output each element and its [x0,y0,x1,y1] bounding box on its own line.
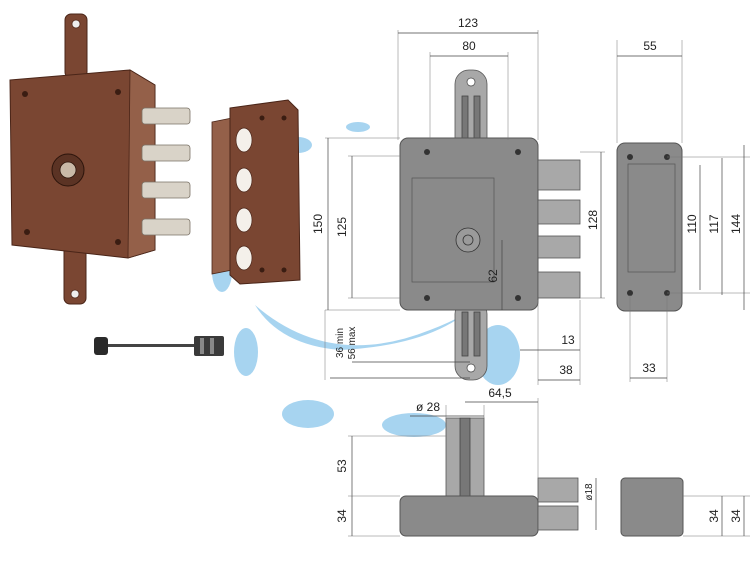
dim-117: 117 [707,214,721,233]
dim-110: 110 [685,214,699,233]
dim-38: 38 [559,363,573,377]
lock-product-image [9,13,191,305]
dim-125: 125 [335,217,349,237]
dim-13: 13 [561,333,575,347]
dimension-labels: 123 80 150 125 128 62 36 min 56 max 13 3… [311,16,743,523]
side-view-dimensions [348,398,750,537]
dim-144: 144 [729,214,743,234]
dim-123: 123 [458,16,478,30]
dim-34-left: 34 [335,509,349,523]
dim-53: 53 [335,459,349,473]
dim-128: 128 [586,210,600,230]
key-image [94,336,224,356]
keeper-dimensions [616,40,750,382]
dim-34-right-2: 34 [729,509,743,523]
keeper-product-image [211,99,301,285]
side-view-drawing [399,417,684,537]
dim-33: 33 [642,361,656,375]
front-view-drawing [399,69,581,381]
dim-62: 62 [486,269,500,283]
dim-28-dia: ø 28 [416,400,440,414]
front-view-dimensions [324,30,605,385]
dim-18-dia: ø18 [584,483,595,501]
dim-55: 55 [643,39,657,53]
dim-80: 80 [462,39,476,53]
dim-56-max: 56 max [347,327,358,360]
dim-36-min: 36 min [335,328,346,358]
dim-150: 150 [311,214,325,234]
dim-64-5: 64,5 [488,386,512,400]
keeper-drawing [616,142,683,312]
dim-34-right-1: 34 [707,509,721,523]
